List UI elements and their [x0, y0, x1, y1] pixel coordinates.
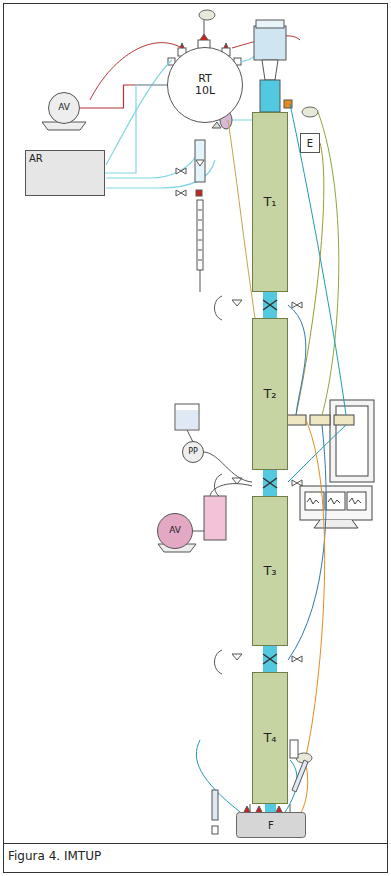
- column-section: T₁: [252, 112, 288, 292]
- node-label: RT: [198, 73, 212, 85]
- node-label: AV: [58, 103, 70, 113]
- computer: [286, 400, 374, 528]
- node-label: T₄: [263, 731, 276, 745]
- column-joint: [263, 646, 277, 672]
- valve-symbol: [263, 300, 277, 310]
- node-label: PP: [188, 448, 198, 457]
- figure-frame: [4, 4, 388, 873]
- gauge: [199, 10, 215, 20]
- column-joint: [263, 292, 277, 318]
- heater-box: F: [236, 812, 306, 838]
- node-label: AV: [169, 526, 181, 536]
- column-joint: [263, 470, 277, 496]
- figure-caption: Figura 4. IMTUP: [8, 849, 101, 863]
- sensor-wires: [196, 104, 346, 815]
- node-label: T₃: [263, 564, 276, 578]
- pump-node: AV: [157, 513, 193, 549]
- node-label: E: [307, 138, 313, 149]
- valve-symbol: [263, 478, 277, 488]
- column-head: [254, 26, 286, 60]
- node-label: F: [268, 820, 274, 831]
- caption-rule: [4, 843, 388, 844]
- pump-node: PP: [182, 441, 204, 463]
- node-label: T₁: [263, 195, 276, 209]
- condenser: [176, 122, 221, 292]
- trap: [204, 496, 226, 540]
- pump-node: AV: [48, 92, 80, 124]
- flask-node: RT10L: [167, 47, 243, 123]
- column-neck: [260, 80, 280, 112]
- valves: [215, 296, 303, 674]
- column-section: T₃: [252, 496, 288, 646]
- column-section: T₂: [252, 318, 288, 470]
- reservoir: [175, 404, 199, 430]
- tube-connector: [80, 85, 167, 108]
- node-label: AR: [29, 153, 43, 164]
- node-label: T₂: [263, 387, 276, 401]
- device-box: AR: [25, 150, 105, 196]
- valve-symbol: [263, 654, 277, 664]
- sensor-box: E: [300, 133, 320, 153]
- tube-connector: [105, 85, 167, 173]
- node-label: 10L: [195, 85, 215, 97]
- column-section: T₄: [252, 672, 288, 804]
- column-joint: [270, 804, 271, 812]
